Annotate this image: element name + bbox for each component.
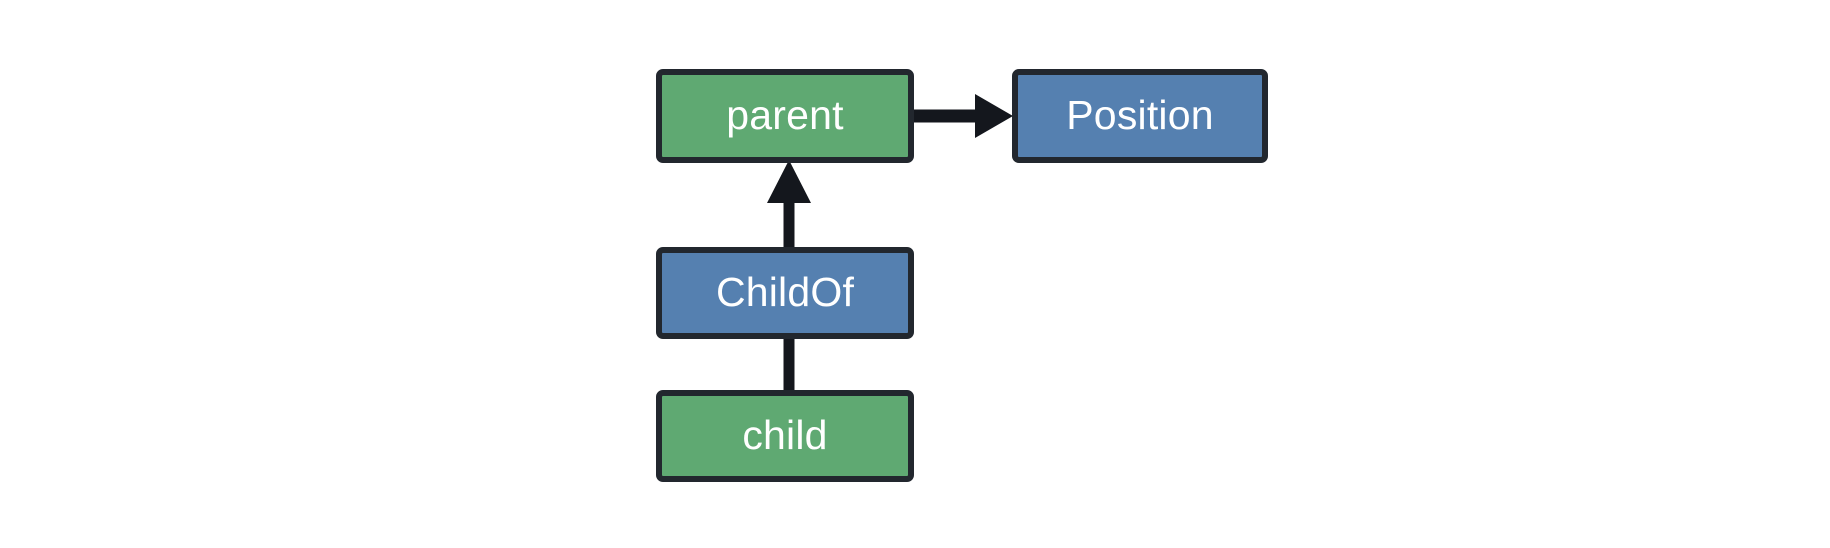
node-child[interactable]: child	[656, 390, 914, 482]
edge-childof-to-parent-arrowhead	[767, 160, 811, 203]
node-parent[interactable]: parent	[656, 69, 914, 163]
edge-childof-to-parent	[767, 160, 811, 247]
node-position[interactable]: Position	[1012, 69, 1268, 163]
node-childof-label: ChildOf	[715, 268, 855, 315]
node-parent-label: parent	[726, 91, 844, 138]
edge-parent-to-position	[912, 94, 1013, 138]
edge-parent-to-position-arrowhead	[975, 94, 1013, 138]
node-child-label: child	[742, 411, 828, 458]
node-childof[interactable]: ChildOf	[656, 247, 914, 339]
node-position-label: Position	[1066, 91, 1214, 138]
